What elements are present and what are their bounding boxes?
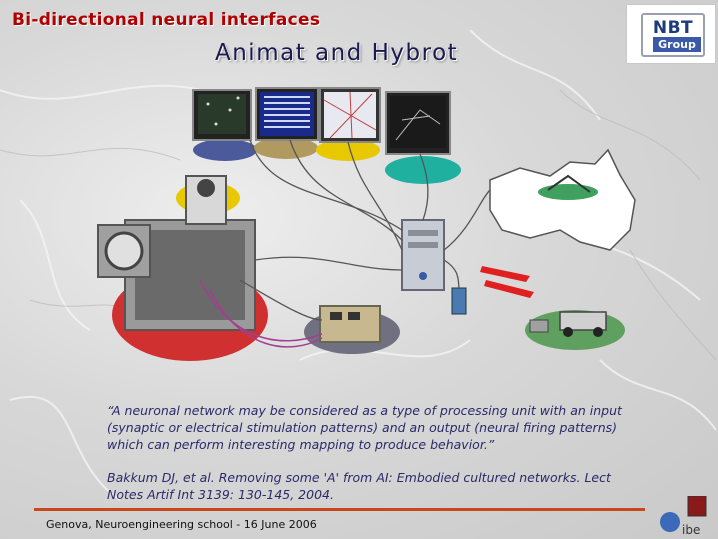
pad-teal bbox=[385, 156, 461, 184]
footer-text: Genova, Neuroengineering school - 16 Jun… bbox=[46, 518, 317, 531]
pad-blue bbox=[193, 139, 257, 161]
pad-tan bbox=[254, 137, 318, 159]
dibe-logo-text: ibe bbox=[682, 523, 700, 537]
nbt-group-logo: NBT Group bbox=[626, 4, 716, 64]
system-illustration bbox=[97, 87, 636, 361]
citation-text: Bakkum DJ, et al. Removing some 'A' from… bbox=[107, 470, 611, 502]
computer-tower bbox=[401, 219, 445, 291]
wave-icon bbox=[660, 512, 680, 532]
monitor-2 bbox=[255, 87, 319, 141]
cables bbox=[239, 139, 491, 321]
robot-car bbox=[529, 311, 607, 337]
crest-icon bbox=[687, 496, 707, 517]
australia-map bbox=[489, 148, 636, 251]
quote-text: “A neuronal network may be considered as… bbox=[107, 403, 622, 452]
header-title: Bi-directional neural interfaces bbox=[12, 10, 321, 30]
monitor-3 bbox=[319, 87, 381, 143]
monitor-4 bbox=[385, 91, 451, 155]
transmitter bbox=[451, 287, 467, 315]
nbt-logo-box: NBT Group bbox=[641, 13, 705, 57]
slide-title: Animat and Hybrot bbox=[215, 40, 459, 66]
logo-nbt-text: NBT bbox=[652, 18, 694, 38]
microscope-rig bbox=[97, 175, 256, 331]
monitor-1 bbox=[192, 89, 252, 141]
logo-group-text: Group bbox=[653, 37, 701, 52]
wireless-signal-icon bbox=[480, 266, 534, 298]
pad-yellow-2 bbox=[316, 139, 380, 161]
dibe-logo: ibe bbox=[660, 496, 707, 537]
cables-colored bbox=[199, 279, 323, 348]
footer-rule bbox=[34, 508, 645, 511]
interface-board bbox=[319, 305, 381, 343]
